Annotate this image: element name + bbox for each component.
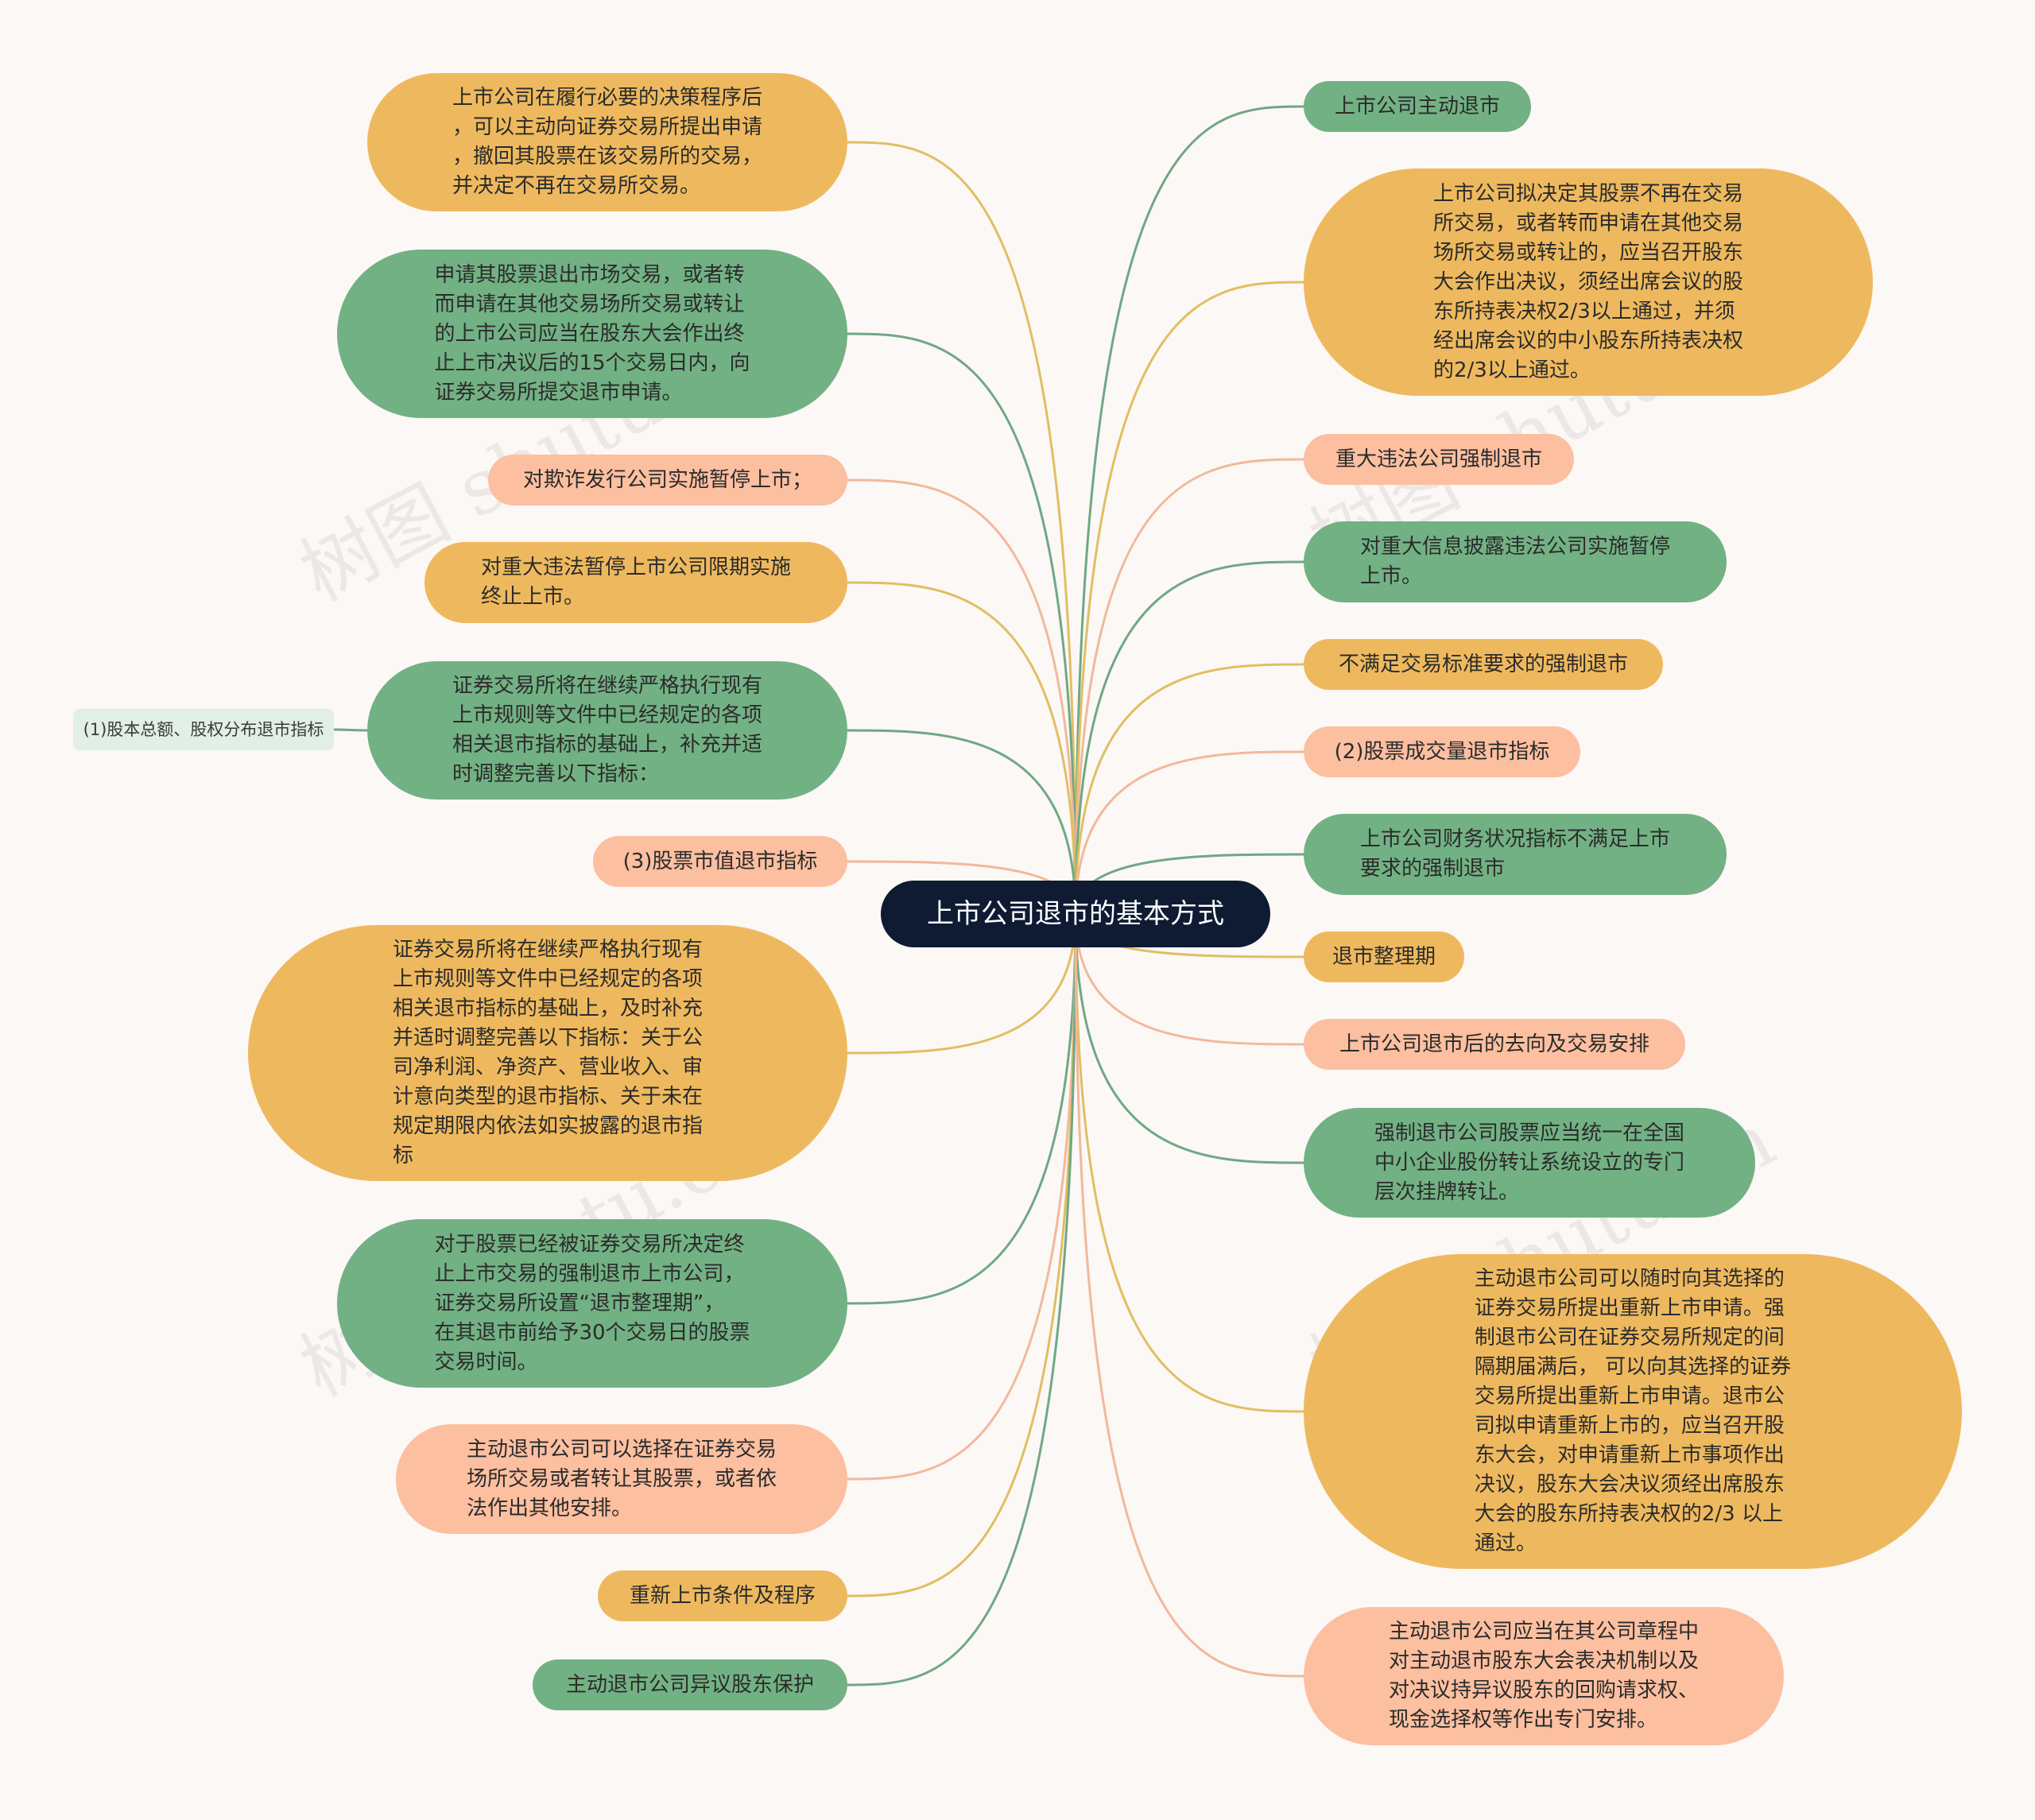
- topic-right-1[interactable]: 上市公司拟决定其股票不再在交易 所交易，或者转而申请在其他交易 场所交易或转让的…: [1304, 168, 1873, 396]
- topic-right-10[interactable]: 主动退市公司可以随时向其选择的 证券交易所提出重新上市申请。强 制退市公司在证券…: [1304, 1254, 1962, 1569]
- topic-label: 重大违法公司强制退市: [1335, 447, 1542, 471]
- connector-line: [1074, 913, 1304, 1678]
- connector-line: [1074, 913, 1304, 1413]
- topic-right-0[interactable]: 上市公司主动退市: [1304, 81, 1531, 132]
- topic-left-6[interactable]: 证券交易所将在继续严格执行现有 上市规则等文件中已经规定的各项 相关退市指标的基…: [248, 925, 847, 1181]
- connector-line: [1074, 458, 1304, 915]
- connector-line: [1074, 281, 1304, 915]
- topic-label: 对重大信息披露违法公司实施暂停 上市。: [1359, 535, 1670, 588]
- topic-label: (3)股票市值退市指标: [622, 849, 818, 873]
- connector-line: [1074, 750, 1304, 915]
- topic-right-6[interactable]: 上市公司财务状况指标不满足上市 要求的强制退市: [1304, 814, 1727, 895]
- topic-label: 上市公司在履行必要的决策程序后 ，可以主动向证券交易所提出申请 ，撤回其股票在该…: [452, 86, 762, 198]
- topic-label: 主动退市公司应当在其公司章程中 对主动退市股东大会表决机制以及 对决议持异议股东…: [1388, 1620, 1699, 1732]
- connector-line: [1074, 105, 1304, 915]
- topic-right-11[interactable]: 主动退市公司应当在其公司章程中 对主动退市股东大会表决机制以及 对决议持异议股东…: [1304, 1607, 1784, 1745]
- connector-line: [847, 913, 1077, 1481]
- topic-label: 主动退市公司异议股东保护: [565, 1672, 814, 1697]
- topic-left-4[interactable]: 证券交易所将在继续严格执行现有 上市规则等文件中已经规定的各项 相关退市指标的基…: [367, 661, 847, 800]
- topic-label: 证券交易所将在继续严格执行现有 上市规则等文件中已经规定的各项 相关退市指标的基…: [452, 674, 762, 786]
- topic-left-0[interactable]: 上市公司在履行必要的决策程序后 ，可以主动向证券交易所提出申请 ，撤回其股票在该…: [367, 73, 847, 211]
- root-topic-label: 上市公司退市的基本方式: [927, 898, 1224, 930]
- connector-line: [1074, 560, 1304, 915]
- topic-left-8[interactable]: 主动退市公司可以选择在证券交易 场所交易或者转让其股票，或者依 法作出其他安排。: [396, 1424, 847, 1534]
- topic-left-2[interactable]: 对欺诈发行公司实施暂停上市；: [488, 455, 847, 505]
- topic-label: (1)股本总额、股权分布退市指标: [83, 720, 324, 739]
- topic-right-5[interactable]: (2)股票成交量退市指标: [1304, 726, 1580, 777]
- topic-label: (2)股票成交量退市指标: [1334, 739, 1550, 764]
- topic-label: 上市公司主动退市: [1334, 94, 1500, 118]
- connector-line: [847, 332, 1077, 915]
- connector-line: [847, 729, 1077, 915]
- topic-label: 主动退市公司可以选择在证券交易 场所交易或者转让其股票，或者依 法作出其他安排。: [466, 1437, 777, 1520]
- topic-label: 对欺诈发行公司实施暂停上市；: [522, 467, 812, 492]
- connector-line: [1074, 913, 1304, 1164]
- connector-line: [847, 913, 1077, 1305]
- topic-label: 上市公司拟决定其股票不再在交易 所交易，或者转而申请在其他交易 场所交易或转让的…: [1432, 181, 1743, 382]
- topic-sub-metrics[interactable]: (1)股本总额、股权分布退市指标: [73, 709, 334, 750]
- topic-left-1[interactable]: 申请其股票退出市场交易，或者转 而申请在其他交易场所交易或转让 的上市公司应当在…: [337, 250, 847, 418]
- topic-label: 对于股票已经被证券交易所决定终 止上市交易的强制退市上市公司， 证券交易所设置“…: [434, 1232, 750, 1374]
- topic-label: 强制退市公司股票应当统一在全国 中小企业股份转让系统设立的专门 层次挂牌转让。: [1374, 1121, 1684, 1204]
- connector-line: [847, 913, 1077, 1055]
- topic-right-8[interactable]: 上市公司退市后的去向及交易安排: [1304, 1019, 1685, 1070]
- topic-label: 上市公司退市后的去向及交易安排: [1339, 1032, 1649, 1056]
- topic-left-9[interactable]: 重新上市条件及程序: [598, 1570, 847, 1621]
- topic-right-9[interactable]: 强制退市公司股票应当统一在全国 中小企业股份转让系统设立的专门 层次挂牌转让。: [1304, 1108, 1755, 1218]
- topic-right-7[interactable]: 退市整理期: [1304, 931, 1464, 982]
- topic-label: 上市公司财务状况指标不满足上市 要求的强制退市: [1359, 827, 1670, 881]
- root-topic[interactable]: 上市公司退市的基本方式: [881, 881, 1270, 947]
- topic-left-7[interactable]: 对于股票已经被证券交易所决定终 止上市交易的强制退市上市公司， 证券交易所设置“…: [337, 1219, 847, 1388]
- topic-label: 重新上市条件及程序: [629, 1583, 816, 1608]
- topic-label: 退市整理期: [1331, 944, 1436, 969]
- topic-left-3[interactable]: 对重大违法暂停上市公司限期实施 终止上市。: [424, 542, 847, 623]
- topic-left-10[interactable]: 主动退市公司异议股东保护: [533, 1659, 847, 1710]
- connector-line: [847, 581, 1077, 915]
- topic-right-3[interactable]: 对重大信息披露违法公司实施暂停 上市。: [1304, 521, 1727, 602]
- topic-right-2[interactable]: 重大违法公司强制退市: [1304, 434, 1574, 485]
- topic-label: 不满足交易标准要求的强制退市: [1338, 652, 1628, 676]
- topic-label: 主动退市公司可以随时向其选择的 证券交易所提出重新上市申请。强 制退市公司在证券…: [1474, 1267, 1792, 1555]
- connector-line: [1074, 913, 1304, 1046]
- topic-label: 对重大违法暂停上市公司限期实施 终止上市。: [480, 556, 791, 609]
- connector-line: [847, 913, 1077, 1686]
- topic-left-5[interactable]: (3)股票市值退市指标: [593, 836, 847, 887]
- connector-line: [847, 913, 1077, 1597]
- connector-line: [847, 141, 1077, 915]
- topic-label: 申请其股票退出市场交易，或者转 而申请在其他交易场所交易或转让 的上市公司应当在…: [434, 262, 750, 405]
- connector-line: [1074, 663, 1304, 915]
- topic-label: 证券交易所将在继续严格执行现有 上市规则等文件中已经规定的各项 相关退市指标的基…: [392, 938, 703, 1168]
- topic-right-4[interactable]: 不满足交易标准要求的强制退市: [1304, 639, 1663, 690]
- connector-line: [847, 478, 1077, 915]
